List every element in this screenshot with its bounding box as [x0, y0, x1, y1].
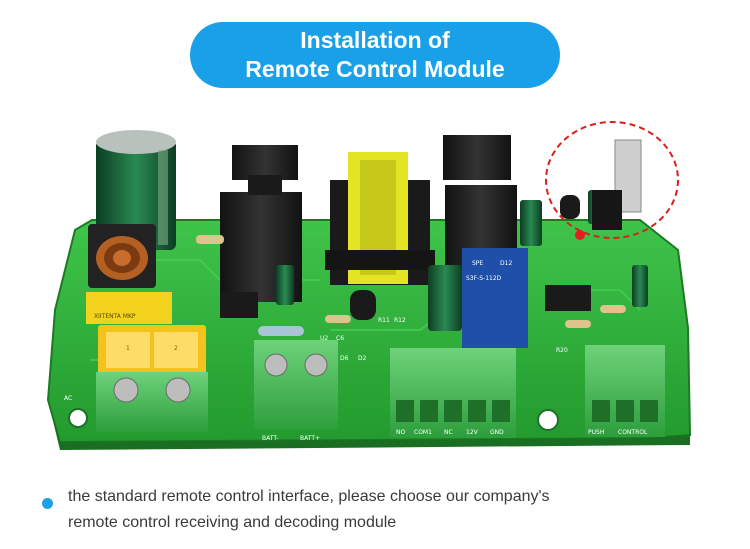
ref-u2-label: U2: [320, 335, 328, 342]
fuse-holder: 1 2: [98, 325, 206, 375]
term-push-label: PUSH: [588, 429, 604, 436]
term-no-label: NO: [396, 429, 405, 436]
ac-terminal-block: [96, 372, 208, 432]
caption-line-2: remote control receiving and decoding mo…: [68, 514, 397, 531]
output-terminal-block: NO COM1 NC 12V GND: [390, 348, 516, 438]
x2-capacitor: XIITENTA MKP: [86, 292, 172, 324]
relay-num-label: D12: [500, 260, 512, 267]
inductor-coil: [88, 224, 156, 288]
fuse-label-2: 2: [174, 345, 178, 352]
term-gnd-label: GND: [490, 429, 504, 436]
relay: SPE S3F-S-112D D12: [462, 248, 528, 348]
ref-d2-label: D2: [358, 355, 367, 362]
remote-module-slot: [575, 139, 642, 240]
title-banner: Installation of Remote Control Module: [190, 22, 560, 88]
capacitor-large: [96, 130, 176, 250]
term-nc-label: NC: [444, 429, 453, 436]
battery-terminal-block: BATT- BATT+: [254, 340, 338, 442]
batt-plus-label: BATT+: [300, 435, 320, 442]
x2-capacitor-label: XIITENTA MKP: [94, 313, 136, 320]
term-com-label: COM1: [414, 429, 432, 436]
ref-r11-label: R11: [378, 317, 390, 324]
push-control-terminal-block: PUSH CONTROL: [585, 345, 665, 437]
ref-ac-label: AC: [64, 395, 72, 402]
relay-brand-label: SPE: [472, 260, 483, 267]
ref-r12-label: R12: [394, 317, 406, 324]
caption-text: the standard remote control interface, p…: [68, 484, 550, 536]
caption-line-1: the standard remote control interface, p…: [68, 488, 550, 505]
ref-d6-label: D6: [340, 355, 349, 362]
title-line-2: Remote Control Module: [245, 56, 505, 82]
batt-minus-label: BATT-: [262, 435, 279, 442]
bullet-dot-icon: [42, 498, 53, 509]
fuse-label-1: 1: [126, 345, 130, 352]
transformer: [325, 152, 435, 285]
term-control-label: CONTROL: [618, 429, 648, 436]
heatsink-left: [220, 145, 302, 302]
highlight-circle: [545, 121, 679, 239]
resistors: [196, 235, 626, 336]
term-12v-label: 12V: [466, 429, 479, 436]
relay-model-label: S3F-S-112D: [466, 275, 502, 282]
ref-r20-label: R20: [556, 347, 568, 354]
ic-chips: [220, 195, 591, 320]
ref-c6-label: C6: [336, 335, 344, 342]
title-line-1: Installation of: [300, 27, 450, 53]
circuit-board-photo: XIITENTA MKP 1 2 BATT- BATT+ SPE S3F-S-1…: [46, 121, 692, 450]
